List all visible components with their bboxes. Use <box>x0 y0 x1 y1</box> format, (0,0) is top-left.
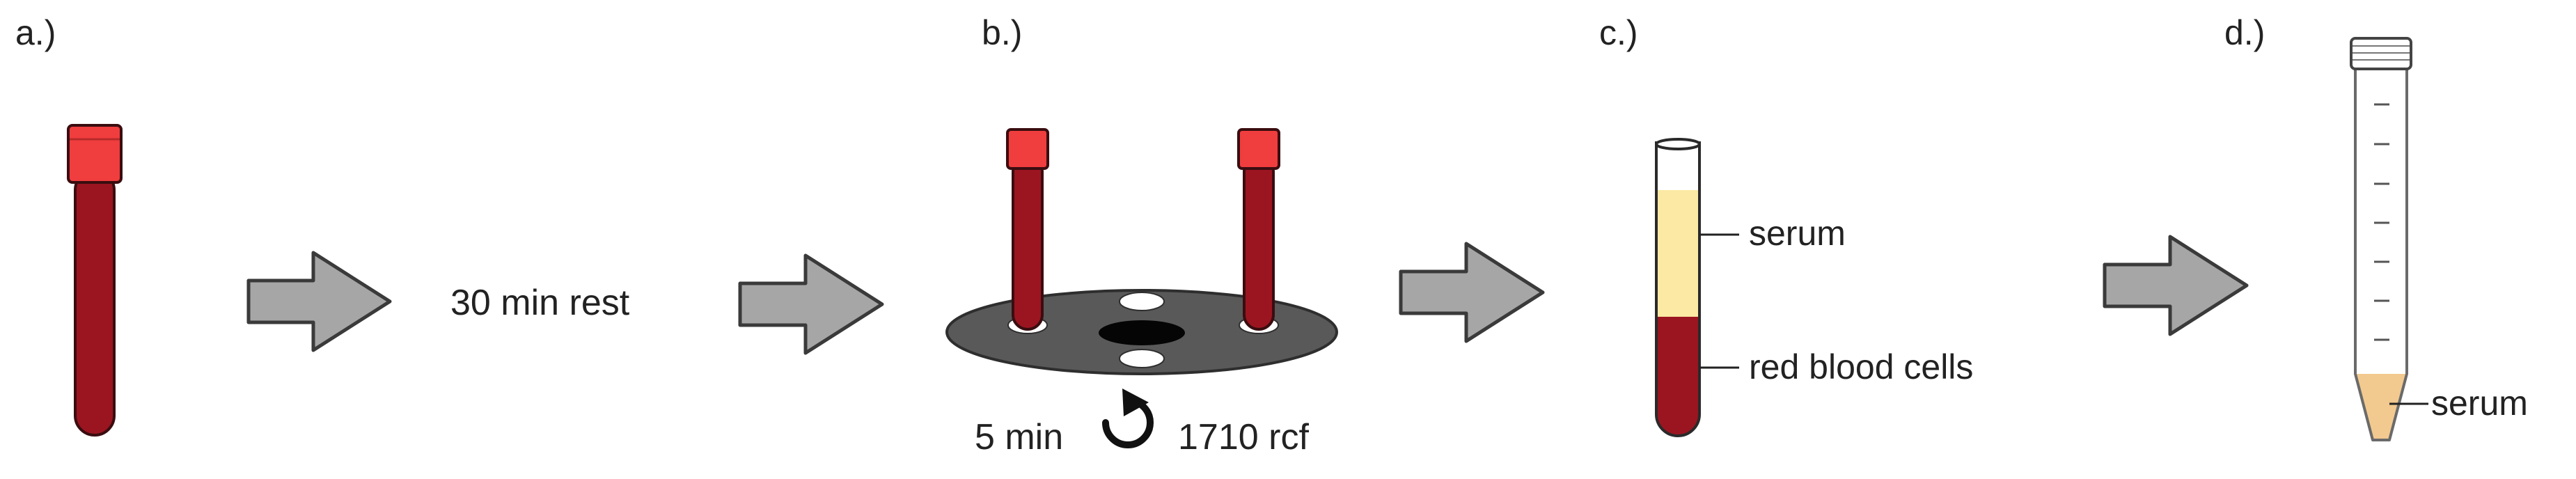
centrifuge-time-label: 5 min <box>975 417 1063 457</box>
blood-tube-icon <box>1006 128 1049 331</box>
blood-tube-body <box>74 169 116 437</box>
separated-tube-icon <box>1655 138 1701 437</box>
red-blood-cells-label: red blood cells <box>1749 347 1973 386</box>
blood-tube-icon <box>1237 128 1280 331</box>
counterclockwise-rotation-icon <box>1102 388 1154 448</box>
right-arrow-icon <box>246 251 392 352</box>
right-arrow-icon <box>738 253 884 355</box>
panel-label-d: d.) <box>2224 13 2265 52</box>
tube-empty-top <box>1656 143 1699 198</box>
centrifuge-icon <box>945 128 1338 375</box>
tube-slot <box>1119 349 1165 368</box>
right-arrow-icon <box>1399 242 1545 343</box>
conical-tube-outline <box>2354 64 2408 441</box>
centrifuge-force-label: 1710 rcf <box>1178 417 1309 457</box>
serum-layer-label: serum <box>1749 214 1846 253</box>
blood-tube-icon <box>67 124 123 437</box>
rotor-center-hole <box>1099 320 1185 345</box>
panel-label-a: a.) <box>15 13 56 52</box>
serum-fill <box>2355 374 2407 439</box>
conical-tube-icon <box>2350 37 2412 441</box>
panel-label-b: b.) <box>982 13 1022 52</box>
conical-serum-label: serum <box>2431 384 2528 423</box>
tube-slot <box>1119 292 1165 311</box>
blood-tube-cap <box>67 124 123 184</box>
right-arrow-icon <box>2103 235 2249 336</box>
graduation-marks <box>2374 103 2389 341</box>
tube-outline <box>1655 141 1701 437</box>
rest-step-label: 30 min rest <box>450 283 630 323</box>
red-blood-cells-layer <box>1656 317 1699 436</box>
serum-layer <box>1656 190 1699 319</box>
panel-label-c: c.) <box>1599 13 1638 52</box>
